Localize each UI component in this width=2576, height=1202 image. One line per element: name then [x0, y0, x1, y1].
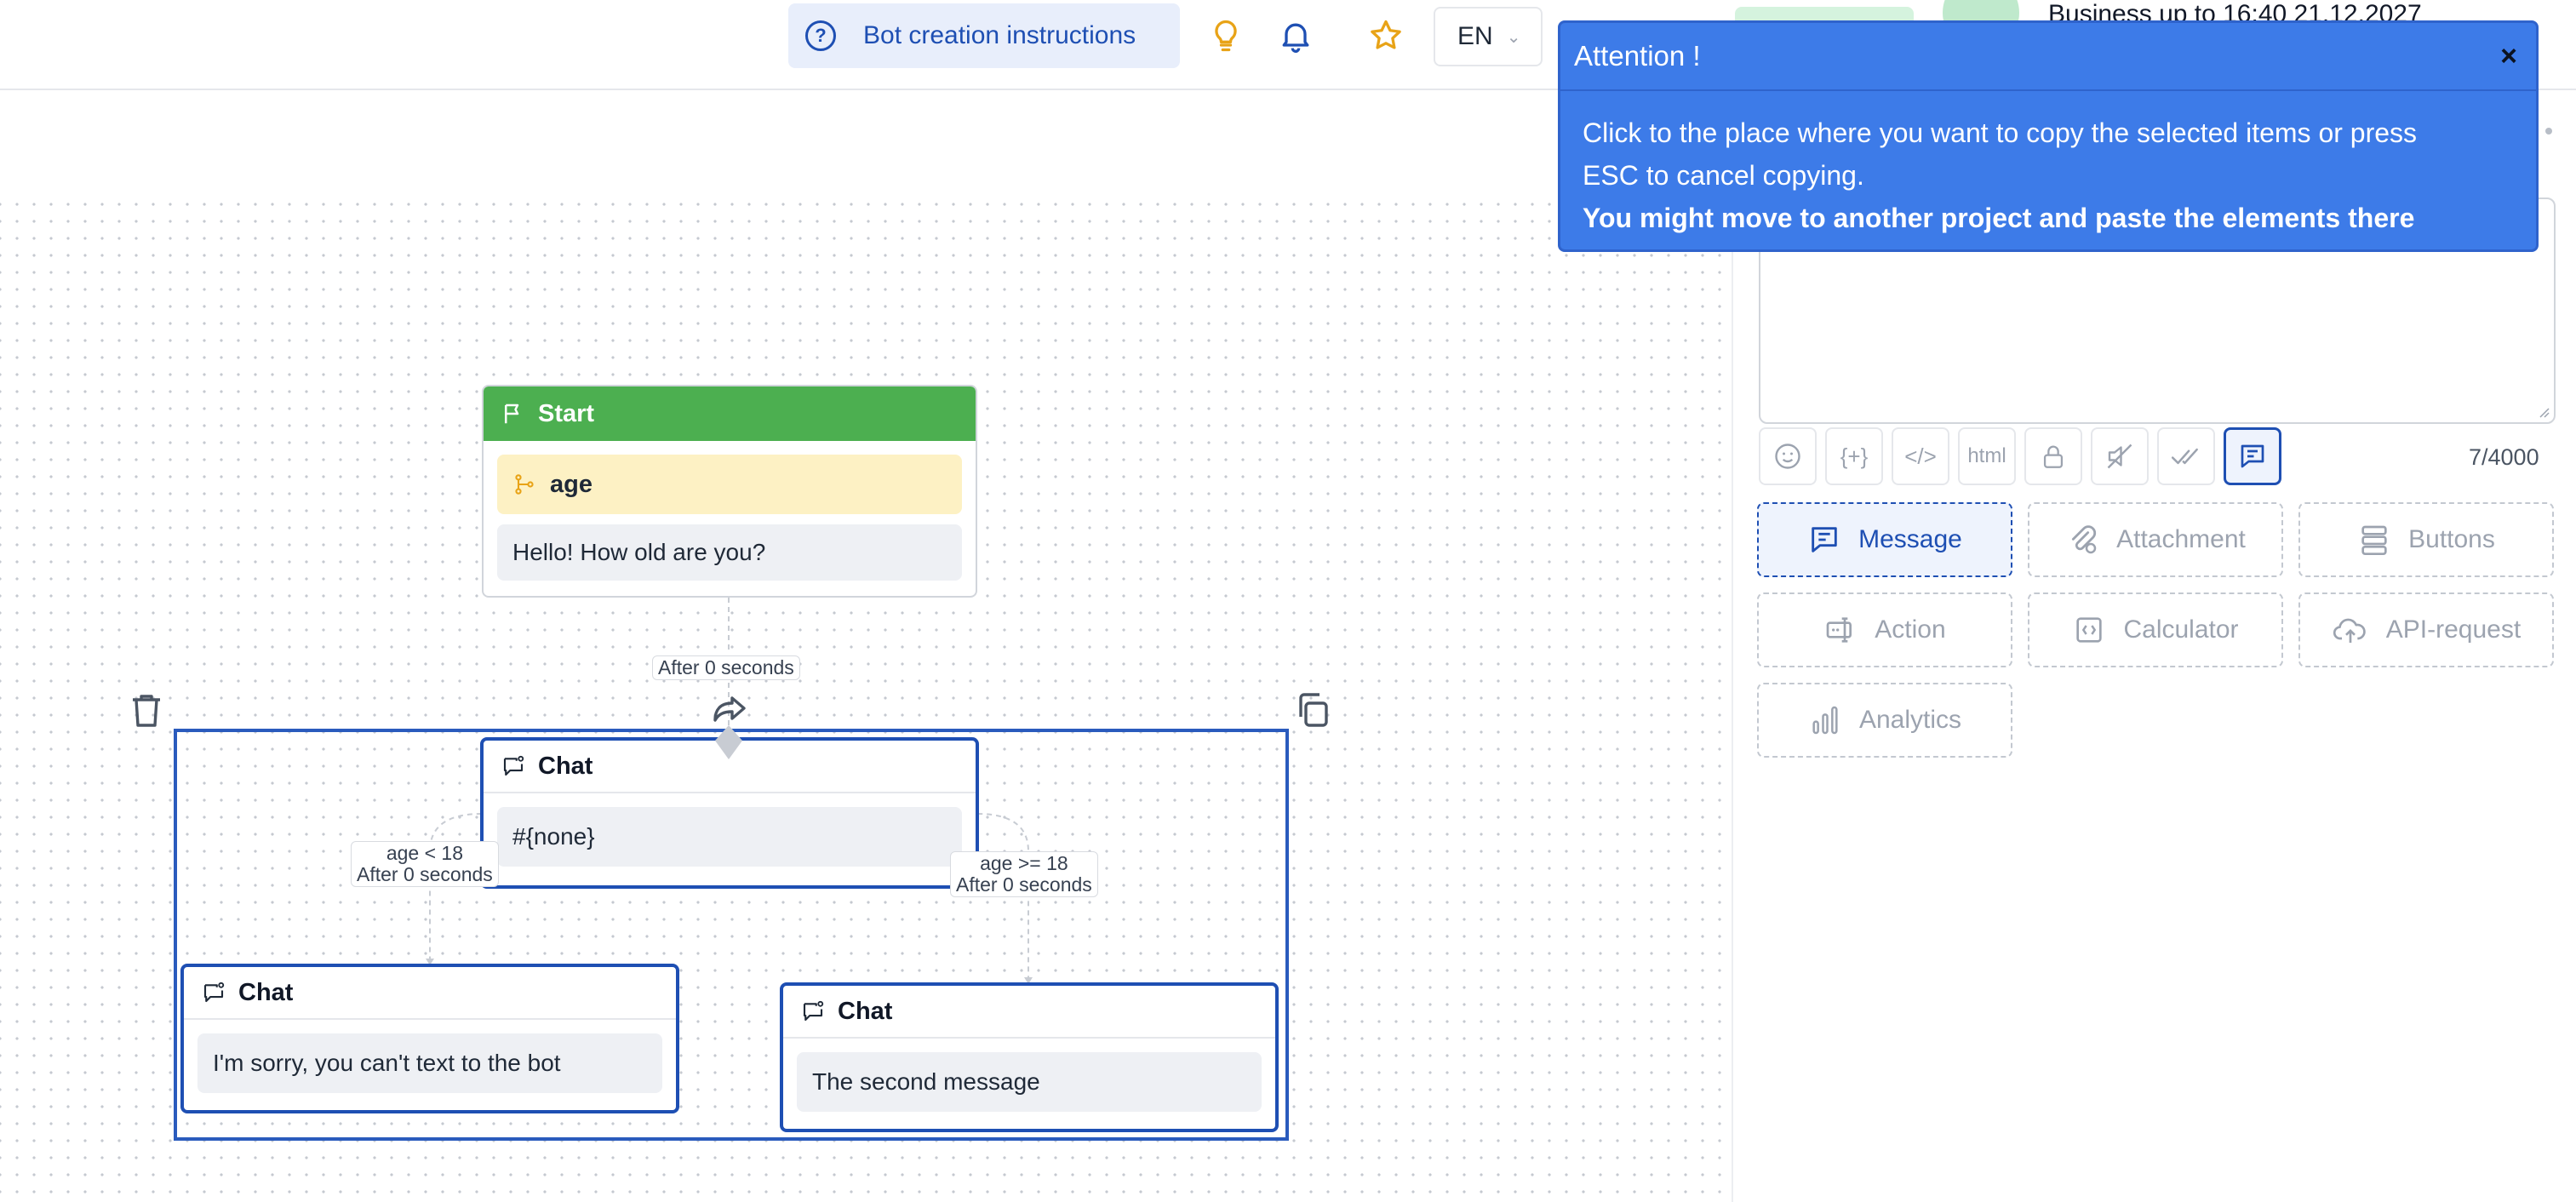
chat-node-top-message-text: #{none} [512, 823, 595, 850]
popup-title: Attention ! [1574, 40, 1701, 72]
share-arrow-icon[interactable] [708, 690, 749, 730]
type-calculator-label: Calculator [2123, 615, 2239, 644]
buttons-icon [2361, 525, 2387, 555]
chat-node-top-title: Chat [538, 752, 593, 780]
type-attachment-label: Attachment [2116, 525, 2246, 553]
popup-line-2: ESC to cancel copying. [1583, 160, 1864, 191]
chevron-down-icon: ⌄ [1506, 27, 1521, 47]
editor-toolbar: {+} </> html [1759, 427, 2281, 487]
language-select[interactable]: EN ⌄ [1434, 7, 1543, 66]
panel-divider [1732, 90, 1733, 1202]
comment-icon [2241, 444, 2264, 468]
mute-button[interactable] [2091, 427, 2149, 485]
type-action-button[interactable]: Action [1757, 592, 2012, 667]
html-button[interactable]: html [1958, 427, 2016, 485]
type-buttons-label: Buttons [2408, 525, 2495, 553]
chat-node-right-header: Chat [783, 986, 1275, 1039]
start-node-header: Start [484, 386, 976, 441]
bot-instructions-button[interactable]: ? Bot creation instructions [788, 3, 1180, 68]
type-message-button[interactable]: Message [1757, 502, 2012, 577]
chat-node-right[interactable]: Chat The second message [780, 982, 1279, 1132]
type-api-request-label: API-request [2385, 615, 2522, 644]
chat-bubble-icon [503, 755, 524, 776]
type-attachment-button[interactable]: Attachment [2028, 502, 2283, 577]
close-icon[interactable]: × [2500, 40, 2517, 72]
double-check-icon [2171, 448, 2198, 465]
type-action-label: Action [1875, 615, 1946, 644]
start-node-message-text: Hello! How old are you? [512, 539, 766, 565]
lightbulb-icon[interactable] [1207, 17, 1245, 54]
edge-left-delay: After 0 seconds [357, 863, 493, 885]
copy-icon[interactable] [1292, 690, 1333, 730]
chat-node-left[interactable]: Chat I'm sorry, you can't text to the bo… [180, 964, 679, 1113]
cloud-upload-icon [2333, 618, 2366, 643]
chat-node-left-message[interactable]: I'm sorry, you can't text to the bot [197, 1033, 662, 1093]
type-api-request-button[interactable]: API-request [2298, 592, 2554, 667]
start-node-message[interactable]: Hello! How old are you? [497, 524, 962, 581]
input-anchor-icon[interactable] [713, 724, 744, 761]
chat-node-right-title: Chat [838, 997, 893, 1025]
html-label: html [1967, 444, 2006, 467]
popup-body: Click to the place where you want to cop… [1560, 91, 2536, 239]
chat-node-left-message-text: I'm sorry, you can't text to the bot [213, 1050, 561, 1076]
comment-button[interactable] [2224, 427, 2281, 485]
lock-icon [2043, 445, 2064, 468]
emoji-button[interactable] [1759, 427, 1817, 485]
chat-node-right-message[interactable]: The second message [797, 1052, 1262, 1112]
chat-node-top-message[interactable]: #{none} [497, 807, 962, 867]
mute-icon [2107, 444, 2132, 469]
bot-instructions-label: Bot creation instructions [863, 21, 1136, 49]
flag-icon [505, 404, 519, 424]
branch-icon [515, 474, 534, 495]
braces-icon: {+} [1840, 443, 1869, 469]
char-counter: 7/4000 [2469, 444, 2539, 470]
action-icon [1826, 617, 1852, 643]
calculator-icon [2076, 617, 2103, 643]
popup-line-1: Click to the place where you want to cop… [1583, 117, 2418, 148]
start-node[interactable]: Start age Hello! How old are you? [482, 385, 977, 598]
chat-node-left-title: Chat [238, 978, 294, 1006]
edge-left-condition: age < 18 [386, 842, 463, 864]
type-analytics-button[interactable]: Analytics [1757, 683, 2012, 758]
language-value: EN [1457, 22, 1493, 50]
edge-label-start-text: After 0 seconds [658, 656, 794, 678]
edge-label-start[interactable]: After 0 seconds [652, 655, 800, 680]
scroll-indicator [2545, 128, 2552, 135]
chat-bubble-icon [203, 982, 225, 1003]
edge-label-right[interactable]: age >= 18 After 0 seconds [950, 851, 1098, 897]
read-receipt-button[interactable] [2157, 427, 2215, 485]
code-icon: </> [1904, 443, 1937, 469]
bell-icon[interactable] [1277, 17, 1314, 54]
type-buttons-button[interactable]: Buttons [2298, 502, 2554, 577]
emoji-icon [1775, 444, 1800, 469]
help-circle-icon: ? [805, 20, 836, 51]
start-node-title: Start [538, 399, 595, 427]
type-message-label: Message [1858, 525, 1962, 553]
popup-line-3: You might move to another project and pa… [1583, 203, 2415, 233]
code-button[interactable]: </> [1892, 427, 1949, 485]
popup-header: Attention ! [1560, 23, 2536, 91]
analytics-icon [1812, 706, 1838, 735]
condition-variable[interactable]: age [497, 455, 962, 514]
attention-popup: Attention ! × Click to the place where y… [1558, 20, 2539, 252]
edge-label-left[interactable]: age < 18 After 0 seconds [351, 841, 499, 887]
type-calculator-button[interactable]: Calculator [2028, 592, 2283, 667]
chat-node-left-header: Chat [184, 967, 676, 1020]
variable-button[interactable]: {+} [1825, 427, 1883, 485]
star-icon[interactable] [1367, 17, 1405, 54]
chat-node-right-message-text: The second message [812, 1068, 1040, 1095]
chat-bubble-icon [803, 1000, 824, 1022]
chat-node-top-header: Chat [484, 741, 976, 793]
type-analytics-label: Analytics [1858, 706, 1962, 734]
attachment-icon [2072, 525, 2097, 554]
chat-node-top[interactable]: Chat #{none} [480, 737, 979, 889]
condition-variable-label: age [550, 470, 592, 498]
edge-right-condition: age >= 18 [980, 852, 1068, 874]
lock-button[interactable] [2024, 427, 2082, 485]
message-icon [1812, 527, 1837, 552]
edge-right-delay: After 0 seconds [956, 873, 1092, 896]
trash-icon[interactable] [126, 690, 167, 730]
resize-handle-icon[interactable] [2537, 405, 2550, 419]
